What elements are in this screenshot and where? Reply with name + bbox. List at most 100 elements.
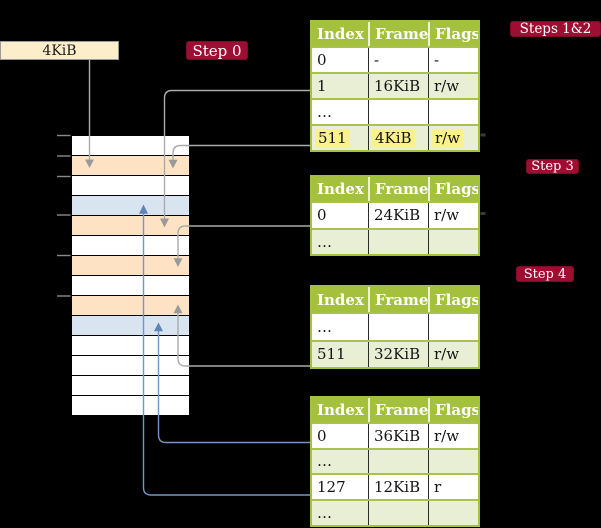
table-cell: 4KiB [368, 126, 428, 150]
stub-t2-entry0 [480, 212, 486, 215]
page-size-label: 4KiB [42, 42, 77, 59]
table-cell: r/w [428, 126, 478, 150]
column-header-index: Index [317, 25, 364, 43]
table-cell [428, 449, 478, 474]
memory-frame-row-white [72, 336, 189, 356]
table-row: … [312, 447, 478, 474]
step-4-label: Step 4 [516, 266, 574, 282]
step-4-text: Step 4 [523, 266, 567, 282]
memory-frame-row-white [72, 376, 189, 396]
memory-frame-row-white [72, 356, 189, 376]
table-cell: 16KiB [368, 74, 428, 98]
column-header-index: Index [317, 180, 364, 199]
steps-1-2-text: Steps 1&2 [519, 21, 592, 37]
step-0-label: Step 0 [186, 41, 248, 60]
table-cell: 0 [312, 424, 368, 448]
cell-text: 127 [317, 478, 346, 497]
cell-text: - [434, 51, 440, 69]
table-cell: … [312, 230, 368, 254]
cell-text: 0 [317, 51, 327, 69]
arrow-t3-entry511-to-frame-32kib [177, 313, 310, 367]
step-0-text: Step 0 [192, 41, 242, 60]
cell-text: 0 [317, 426, 327, 445]
cell-text: r [434, 478, 442, 497]
table-cell: - [368, 48, 428, 72]
memory-frame-row-blue [72, 316, 189, 336]
table-row: … [312, 98, 478, 124]
table-cell: 36KiB [368, 423, 428, 448]
table-cell: … [312, 100, 368, 124]
memory-frame-row-white [72, 236, 189, 256]
cell-text: - [374, 51, 380, 69]
memory-frame-row-blue [72, 196, 189, 216]
table-cell [368, 501, 428, 525]
step-3-label: Step 3 [526, 159, 579, 174]
steps-1-2-label: Steps 1&2 [510, 21, 601, 37]
memory-frame-row-orange [72, 216, 189, 236]
column-header-flags: Flags [428, 177, 478, 202]
table-row: 511 32KiB r/w [312, 339, 478, 367]
table-cell: 127 [312, 475, 368, 499]
cell-text: r/w [434, 206, 460, 225]
table-cell [368, 314, 428, 340]
table-cell [428, 229, 478, 254]
column-header-frame: Frame [368, 177, 428, 202]
memory-frame-row-white [72, 276, 189, 296]
cell-text: 0 [317, 206, 327, 225]
cell-text: … [317, 504, 332, 523]
table-cell: 0 [312, 48, 368, 72]
highlighted-cell-text: 511 [315, 129, 350, 147]
table-row: 127 12KiB r [312, 473, 478, 500]
memory-frame-row-white [72, 136, 189, 156]
table-cell: 12KiB [368, 475, 428, 500]
memory-frame-row-white [72, 396, 189, 415]
table-cell: 0 [312, 203, 368, 227]
cell-text: 12KiB [374, 478, 421, 497]
column-header-flags: Flags [428, 287, 478, 313]
column-header-flags: Flags [428, 22, 478, 46]
table-cell: r/w [428, 203, 478, 228]
memory-frame-row-orange [72, 296, 189, 316]
page-size-box: 4KiB [0, 41, 119, 60]
table-cell [368, 229, 428, 254]
cell-text: … [317, 317, 332, 336]
memory-frame-row-orange [72, 256, 189, 276]
column-header-frame: Frame [368, 287, 428, 313]
cell-text: r/w [434, 426, 460, 445]
highlighted-cell-text: 4KiB [372, 129, 415, 147]
arrow-t1-entry511-to-frame-4kib [172, 144, 310, 160]
table-cell: … [312, 450, 368, 474]
cell-text: 32KiB [374, 345, 421, 364]
table-cell: … [312, 314, 368, 339]
table-row: 511 4KiB r/w [312, 124, 478, 150]
cell-text: … [317, 103, 332, 121]
column-header-index: Index [317, 400, 364, 419]
table-cell: r/w [428, 423, 478, 448]
arrow-t2-entry0-to-frame-24kib [177, 225, 310, 259]
table-cell [428, 100, 478, 124]
cell-text: r/w [434, 345, 460, 364]
physical-memory-strip [71, 135, 190, 416]
table-cell [368, 100, 428, 124]
table-cell: 511 [312, 342, 368, 367]
table-cell [428, 314, 478, 340]
table-row: … [312, 227, 478, 254]
table-cell: r/w [428, 341, 478, 367]
table-cell: 32KiB [368, 341, 428, 367]
table-row: 0 24KiB r/w [312, 201, 478, 228]
table-cell: 24KiB [368, 203, 428, 228]
table-cell: - [428, 48, 478, 72]
cell-text: … [317, 452, 332, 471]
cell-text: r/w [434, 77, 460, 95]
table-cell [368, 449, 428, 474]
cell-text: 36KiB [374, 426, 421, 445]
